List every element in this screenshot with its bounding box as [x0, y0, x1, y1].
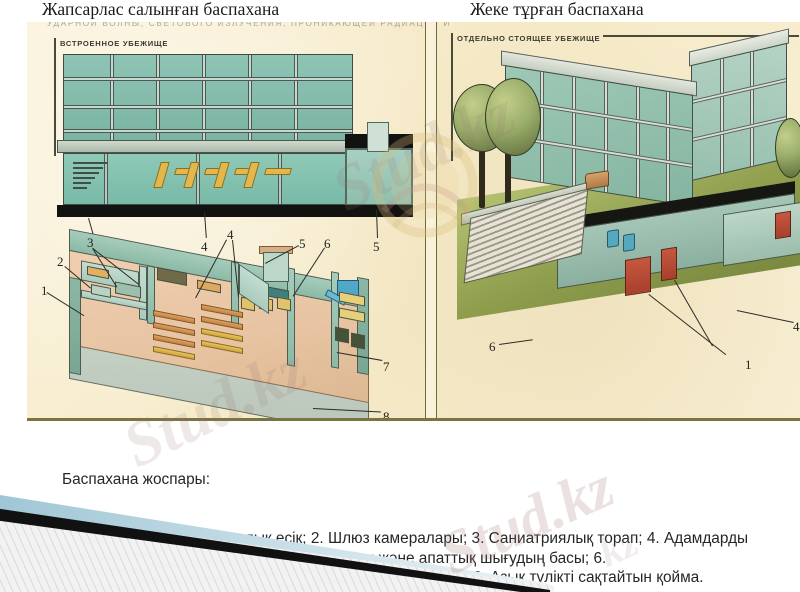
callout-6-perspective: 6 [489, 339, 496, 354]
callout-1-iso: 1 [41, 283, 48, 298]
panel-attached-shelter: ВСТРОЕННОЕ УБЕЖИЩЕ [27, 22, 426, 421]
panel-detached-shelter: ОТДЕЛЬНО СТОЯЩЕЕ УБЕЖИЩЕ [437, 22, 800, 421]
panel-label-rule [54, 38, 56, 156]
iso-supply-crate [335, 326, 349, 344]
isometric-shelter-cutaway [35, 228, 417, 421]
tree-trunk [479, 142, 485, 208]
section-earth-ground [57, 205, 413, 217]
figure-poster-image: УДАРНОЙ ВОЛНЫ, СВЕТОВОГО ИЗЛУЧЕНИЯ, ПРОН… [27, 22, 800, 421]
callout-3-iso: 3 [87, 235, 94, 250]
iso-partition [287, 267, 295, 367]
heading-attached-shelter: Жапсарлас салынған баспахана [42, 0, 280, 19]
leader-line [499, 339, 533, 345]
section-ground-floor-slab [57, 140, 367, 153]
caption-body: 1. Қорғаушы-герметикалық есік; 2. Шлюз к… [62, 529, 753, 587]
panel-right-label: ОТДЕЛЬНО СТОЯЩЕЕ УБЕЖИЩЕ [457, 34, 601, 43]
callout-2-iso: 2 [57, 254, 64, 269]
callout-1-perspective: 1 [745, 357, 752, 372]
panel-divider [425, 22, 437, 421]
tree-trunk [505, 148, 511, 210]
perspective-hermetic-door [625, 255, 651, 297]
section-exit-shaft [367, 122, 389, 152]
section-building-facade [63, 54, 353, 146]
panel-left-label: ВСТРОЕННОЕ УБЕЖИЩЕ [60, 39, 169, 48]
caption-block: Баспахана жоспары: 1. Қорғаушы-герметика… [62, 431, 774, 592]
section-emergency-gallery [345, 148, 413, 206]
perspective-building-side [691, 42, 787, 182]
callout-5-section: 5 [373, 239, 380, 254]
tree-crown [485, 78, 541, 156]
section-basement-shelter [63, 153, 353, 205]
iso-entrance-headhouse [263, 252, 289, 282]
section-seat [263, 168, 293, 175]
iso-left-wall [69, 276, 81, 376]
callout-6-iso: 6 [324, 236, 331, 251]
cutoff-russian-header-text: УДАРНОЙ ВОЛНЫ, СВЕТОВОГО ИЗЛУЧЕНИЯ, ПРОН… [47, 22, 452, 28]
callout-4-section: 4 [201, 239, 208, 254]
callout-7-iso: 7 [383, 359, 390, 374]
panel-label-rule [451, 33, 453, 161]
tree-crown-right [775, 118, 800, 178]
leader-line [736, 310, 794, 324]
panel-label-rule [603, 35, 799, 37]
leader-line [674, 280, 713, 347]
iso-filter-unit [277, 296, 291, 312]
callout-5-iso: 5 [299, 236, 306, 251]
perspective-air-tank [607, 229, 619, 248]
callout-4-perspective: 4 [793, 319, 800, 334]
perspective-hermetic-door [661, 246, 677, 282]
caption-title: Баспахана жоспары: [62, 471, 211, 489]
heading-detached-shelter: Жеке тұрған баспахана [470, 0, 644, 19]
perspective-hermetic-door [775, 210, 791, 240]
callout-8-iso: 8 [383, 409, 390, 421]
callout-4-iso: 4 [227, 227, 234, 242]
perspective-air-tank [623, 233, 635, 252]
poster-bottom-rule [27, 418, 800, 421]
iso-supply-crate [351, 332, 365, 350]
section-basement-stair [73, 160, 107, 190]
